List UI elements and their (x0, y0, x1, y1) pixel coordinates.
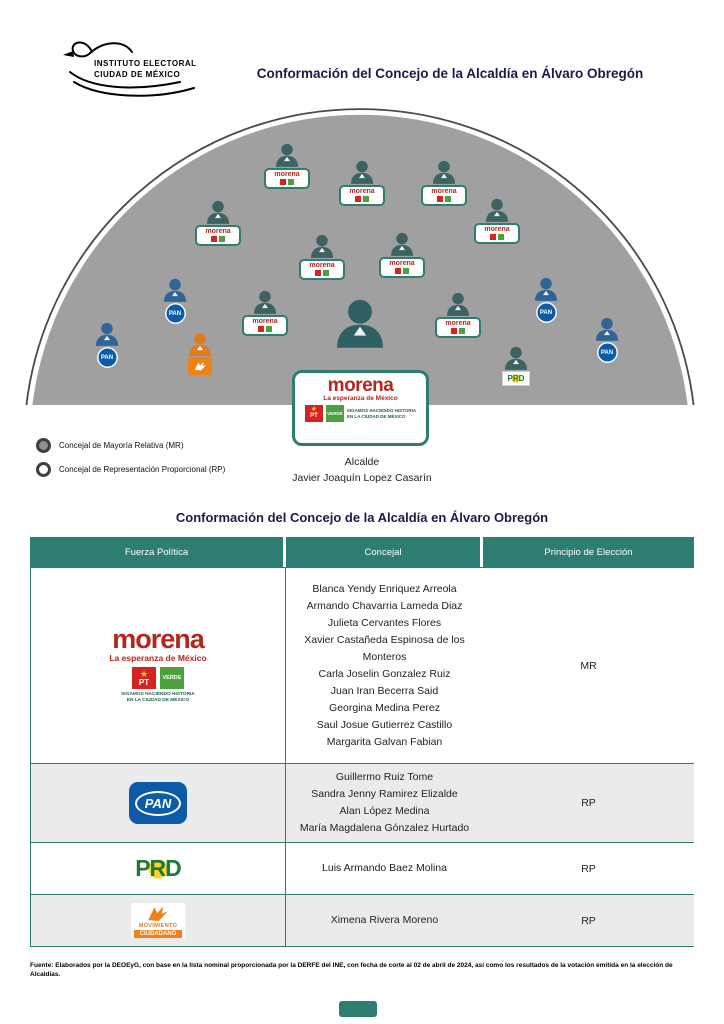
coalition-caption-line2: EN LA CIUDAD DE MÉXICO (346, 413, 406, 419)
pt-star-icon: ★ (310, 406, 318, 413)
pt-star-icon: ★ (139, 668, 149, 679)
councilor-name: Guillermo Ruiz Tome (335, 771, 434, 783)
councilor-name: Julieta Cervantes Flores (327, 616, 442, 629)
councilor-name: Juan Iran Becerra Said (330, 684, 439, 697)
header-fuerza-politica: Fuerza Política (30, 537, 286, 567)
pt-label: PT (310, 413, 318, 419)
legend-item-rp: Concejal de Representación Proporcional … (36, 462, 225, 477)
alcalde-name: Javier Joaquín Lopez Casarín (292, 472, 432, 484)
iecm-logo-line2: CIUDAD DE MÉXICO (94, 70, 181, 79)
alcalde-party-badge: morena La esperanza de México ★ PT VERDE… (292, 370, 429, 446)
morena-wordmark: morena (327, 375, 394, 396)
council-fan-diagram (25, 108, 695, 406)
councilor-name: Blanca Yendy Enriquez Arreola (312, 582, 457, 595)
councilor-name: Margarita Galvan Fabian (326, 735, 443, 748)
councilor-names: Luis Armando Baez Molina (286, 843, 483, 894)
table-header: Fuerza Política Concejal Principio de El… (30, 537, 694, 567)
council-table: Fuerza Política Concejal Principio de El… (30, 537, 694, 947)
councilor-name: Ximena Rivera Moreno (330, 914, 439, 926)
rp-seat-icon (36, 462, 51, 477)
fan-fill (32, 114, 688, 405)
mc-eagle-icon (148, 906, 168, 922)
morena-wordmark: morena (112, 624, 205, 654)
iecm-logo-text: INSTITUTO ELECTORAL CIUDAD DE MÉXICO (94, 58, 197, 80)
mr-seat-icon (36, 438, 51, 453)
party-cell: PAN (30, 764, 286, 842)
election-principle: MR (580, 659, 597, 672)
verde-logo: VERDE (159, 667, 184, 689)
alcalde-figure (333, 298, 387, 353)
legend-item-mr: Concejal de Mayoría Relativa (MR) (36, 438, 225, 453)
header-principio: Principio de Elección (483, 537, 694, 567)
morena-tagline: La esperanza de México (323, 395, 398, 402)
legend-label-rp: Concejal de Representación Proporcional … (59, 465, 226, 474)
verde-logo: VERDE (325, 405, 344, 422)
coalition-caption: SIGAMOS HACIENDO HISTORIA EN LA CIUDAD D… (347, 408, 416, 419)
logo-pan: PAN (129, 782, 187, 824)
page-title: Conformación del Concejo de la Alcaldía … (256, 66, 644, 81)
election-principle: RP (581, 797, 596, 809)
iecm-logo-line1: INSTITUTO ELECTORAL (94, 59, 197, 68)
pt-logo: ★ PT (304, 405, 323, 422)
page-marker (339, 1001, 377, 1017)
alcalde-title: Alcalde (344, 456, 380, 468)
legend-label-mr: Concejal de Mayoría Relativa (MR) (59, 441, 184, 450)
councilor-name: Armando Chavarria Lameda Diaz (306, 599, 463, 612)
councilor-name: Xavier Castañeda Espinosa de los Montero… (304, 633, 465, 663)
councilor-name: Alan López Medina (339, 805, 430, 817)
source-note: Fuente: Elaborados por la DEOEyG, con ba… (30, 962, 673, 978)
councilor-names: Ximena Rivera Moreno (286, 895, 483, 946)
pt-logo: ★PT (131, 667, 156, 689)
party-cell: PRD (30, 843, 286, 894)
councilor-name: María Magdalena Gónzalez Hurtado (299, 822, 470, 834)
councilor-name: Saul Josue Gutierrez Castillo (316, 718, 453, 731)
councilor-name: Georgina Medina Perez (329, 701, 440, 714)
election-principle: RP (581, 914, 596, 927)
iecm-bird-icon (63, 41, 195, 97)
person-icon (337, 299, 383, 348)
coalition-caption-line1: SIGAMOS HACIENDO HISTORIA (346, 408, 417, 413)
councilor-name: Carla Joselin Gonzalez Ruiz (318, 667, 451, 680)
legend: Concejal de Mayoría Relativa (MR) Concej… (36, 438, 225, 477)
election-principle: RP (581, 862, 596, 875)
table-row-prd: PRD Luis Armando Baez Molina RP (30, 842, 694, 894)
councilor-name: Luis Armando Baez Molina (322, 862, 447, 874)
iecm-logo: INSTITUTO ELECTORAL CIUDAD DE MÉXICO (62, 32, 232, 104)
coalition-logos-row: ★ PT VERDE SIGAMOS HACIENDO HISTORIA EN … (304, 405, 416, 422)
morena-tagline: La esperanza de México (109, 653, 207, 663)
councilor-name: Sandra Jenny Ramirez Elizalde (311, 788, 458, 800)
table-title: Conformación del Concejo de la Alcaldía … (175, 510, 549, 525)
logo-prd: PRD (127, 850, 189, 887)
header-concejal: Concejal (286, 537, 483, 567)
fan-outline (25, 108, 695, 406)
